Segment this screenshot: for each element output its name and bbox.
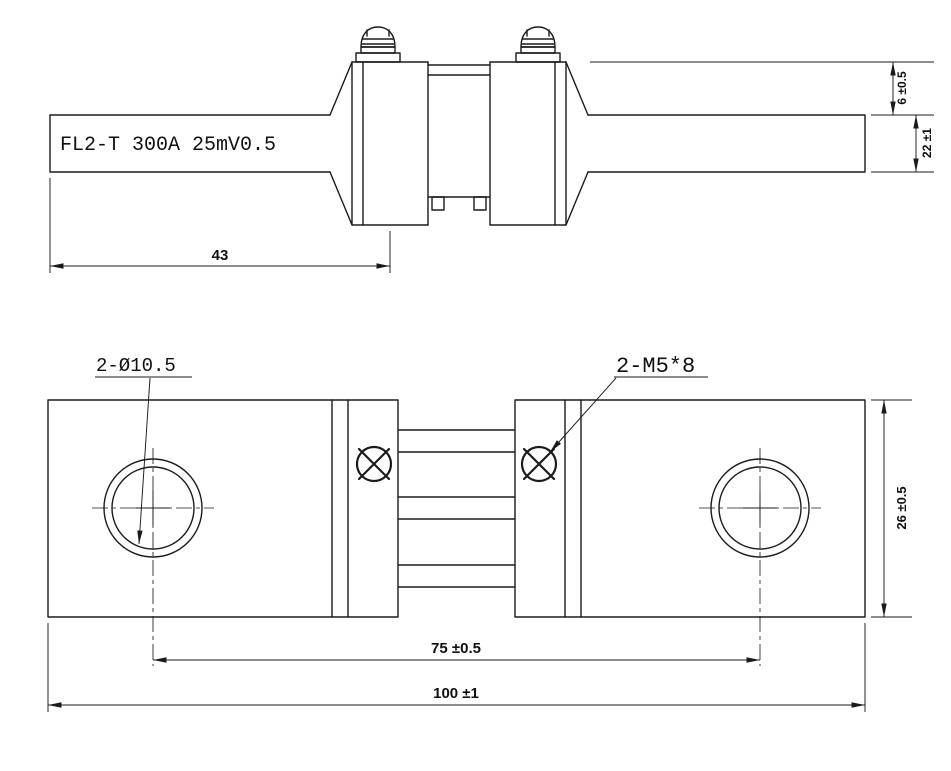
leader-line — [549, 377, 617, 453]
screw-washer — [355, 52, 401, 63]
screw-slot-cross — [522, 447, 556, 481]
left-terminal-bar — [49, 114, 331, 173]
leader-line — [137, 377, 151, 545]
strip-tab — [473, 196, 487, 211]
part-label: FL2-T 300A 25mV0.5 — [60, 134, 276, 157]
right-mounting-hole — [699, 448, 821, 666]
callout-holes: 2-Ø10.5 — [95, 355, 192, 545]
dim-body-width: 26 ±0.5 — [871, 399, 912, 618]
right-screw-side — [515, 26, 561, 63]
callout-screws-text: 2-M5*8 — [616, 354, 695, 379]
screw-dome — [360, 26, 396, 48]
dim-text-bar-height: 22 ±1 — [920, 128, 934, 158]
plan-left-block — [47, 399, 399, 618]
left-screw-plan — [355, 445, 393, 483]
screw-dome — [520, 26, 556, 48]
dim-text-step-height: 6 ±0.5 — [895, 71, 909, 105]
dim-text-hole-spacing: 75 ±0.5 — [431, 640, 481, 657]
callout-screws: 2-M5*8 — [549, 354, 708, 453]
right-screw-plan — [520, 445, 558, 483]
strip-tab — [431, 196, 445, 211]
callout-holes-text: 2-Ø10.5 — [96, 355, 176, 377]
left-screw-side — [355, 26, 401, 63]
dim-bar-length: 43 — [49, 178, 391, 273]
dim-text-body-width: 26 ±0.5 — [894, 486, 909, 529]
dim-text-overall-length: 100 ±1 — [433, 685, 479, 702]
plan-view: 2-Ø10.5 2-M5*8 26 ±0.5 75 ±0.5 100 — [47, 354, 912, 712]
resistive-element-side — [427, 64, 491, 211]
side-view: FL2-T 300A 25mV0.5 — [49, 26, 934, 273]
dim-step-height: 6 ±0.5 — [590, 61, 934, 116]
dim-overall-length: 100 ±1 — [47, 623, 866, 712]
plan-right-block — [514, 399, 866, 618]
dim-text-bar-length: 43 — [212, 247, 229, 264]
screw-slot-cross — [357, 447, 391, 481]
screw-head-circle — [520, 445, 558, 483]
right-block — [489, 61, 589, 226]
right-terminal-bar — [587, 114, 866, 173]
screw-head-circle — [355, 445, 393, 483]
dim-bar-height: 22 ±1 — [871, 115, 934, 173]
dim-hole-spacing: 75 ±0.5 — [153, 640, 760, 663]
left-block — [329, 61, 429, 226]
left-mounting-hole — [92, 448, 214, 666]
screw-washer — [515, 52, 561, 63]
resistive-strips-plan — [397, 429, 516, 588]
